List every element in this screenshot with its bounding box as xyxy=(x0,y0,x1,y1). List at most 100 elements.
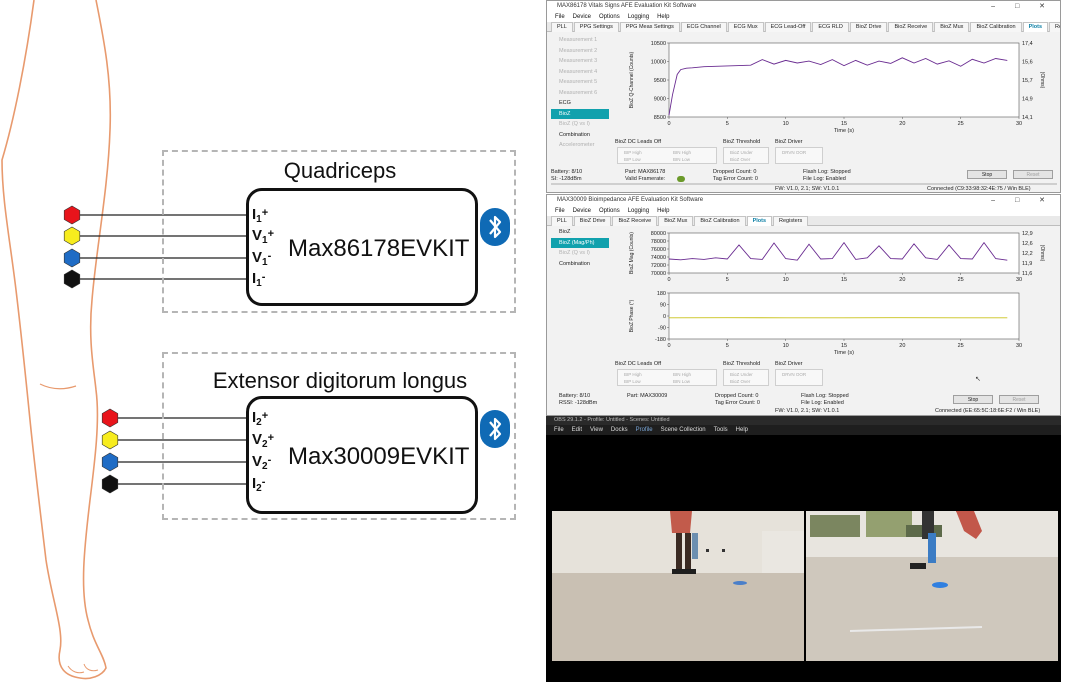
obs-menu-scene-collection[interactable]: Scene Collection xyxy=(660,427,706,433)
plot-option-bioz-q-vs-i[interactable]: BioZ (Q vs I) xyxy=(559,250,590,256)
plot-option-combination[interactable]: Combination xyxy=(559,131,590,138)
tab-bioz-receive[interactable]: BioZ Receive xyxy=(612,216,658,226)
pin-base: V xyxy=(252,227,263,244)
tab-plots[interactable]: Plots xyxy=(1022,22,1049,32)
current-minus-electrode-icon xyxy=(101,474,119,494)
tag-error-count: Tag Error Count: 0 xyxy=(713,176,758,182)
window-controls[interactable]: – □ ✕ xyxy=(991,3,1054,10)
tab-plots[interactable]: Plots xyxy=(746,216,773,226)
tab-ecg-mux[interactable]: ECG Mux xyxy=(727,22,764,32)
pin-label: V1+ xyxy=(252,225,274,250)
y-tick-label: 70000 xyxy=(651,271,666,277)
flash-log-status: Flash Log: Stopped xyxy=(803,169,851,175)
stop-button[interactable]: Stop xyxy=(967,170,1007,179)
plot-option-bioz[interactable]: BioZ xyxy=(559,229,571,235)
menu-device[interactable]: Device xyxy=(572,14,592,20)
menu-help[interactable]: Help xyxy=(657,208,670,214)
rssi-status: SI: -128dBm xyxy=(551,176,582,182)
group1-title: Quadriceps xyxy=(283,158,397,183)
tab-ppg-meas-settings[interactable]: PPG Meas Settings xyxy=(619,22,680,32)
y-tick-label: 72000 xyxy=(651,263,666,269)
tab-pll[interactable]: PLL xyxy=(551,216,573,226)
rssi-status: RSSI: -128dBm xyxy=(559,400,598,406)
menu-logging[interactable]: Logging xyxy=(627,14,650,20)
pin-base: I xyxy=(252,409,257,426)
plot-option-bioz-q-vs-i[interactable]: BioZ (Q vs I) xyxy=(559,121,590,127)
max86178-software-window: MAX86178 Vitals Signs AFE Evaluation Kit… xyxy=(546,0,1061,193)
group2-wires xyxy=(110,417,250,485)
tab-bioz-calibration[interactable]: BioZ Calibration xyxy=(694,216,746,226)
plot-option-combination[interactable]: Combination xyxy=(559,260,590,267)
max30009-software-window: MAX30009 Bioimpedance AFE Evaluation Kit… xyxy=(546,194,1061,416)
x-tick-label: 10 xyxy=(783,343,789,349)
plot-option-bioz[interactable]: BioZ xyxy=(551,108,609,119)
plot-option-measurement-4[interactable]: Measurement 4 xyxy=(559,68,598,75)
battery-status: Battery: 8/10 xyxy=(551,169,583,175)
tab-bioz-mux[interactable]: BioZ Mux xyxy=(934,22,970,32)
tab-bioz-receive[interactable]: BioZ Receive xyxy=(888,22,934,32)
x-tick-label: 0 xyxy=(667,121,670,127)
menu-logging[interactable]: Logging xyxy=(627,208,650,214)
menu-help[interactable]: Help xyxy=(657,14,670,20)
x-tick-label: 30 xyxy=(1016,121,1022,127)
stop-button[interactable]: Stop xyxy=(953,395,993,404)
plot-option-measurement-1[interactable]: Measurement 1 xyxy=(559,37,598,43)
threshold-group: BioZ Under BioZ Over xyxy=(723,369,769,386)
plot-option-measurement-3[interactable]: Measurement 3 xyxy=(559,58,598,64)
plot-area xyxy=(668,292,1020,340)
part-status: Part: MAX86178 xyxy=(625,169,666,175)
plot-option-measurement-5[interactable]: Measurement 5 xyxy=(559,79,598,85)
obs-menu-docks[interactable]: Docks xyxy=(610,427,628,433)
y-tick-label: 180 xyxy=(657,291,666,297)
current-plus-electrode-icon xyxy=(63,205,81,225)
bioz-over-indicator: BioZ Over xyxy=(730,379,751,384)
plot-option-measurement-2[interactable]: Measurement 2 xyxy=(559,47,598,54)
group1-wires xyxy=(72,214,250,280)
firmware-version: FW: V1.0, 2.1; SW: V1.0.1 xyxy=(775,186,840,192)
menu-file[interactable]: File xyxy=(555,208,565,214)
plot-option-bioz-mag-ph[interactable]: BioZ (Mag/Ph) xyxy=(551,237,609,248)
obs-menu-profile[interactable]: Profile xyxy=(635,427,653,433)
y2-tick-label: 15,6 xyxy=(1022,60,1033,66)
reset-button[interactable]: Reset xyxy=(1013,170,1053,179)
plot-option-measurement-6[interactable]: Measurement 6 xyxy=(559,89,598,96)
pin-label: V2+ xyxy=(252,429,274,454)
x-tick-label: 5 xyxy=(726,343,729,349)
drvn-oor-indicator: DRVN OOR xyxy=(782,372,807,377)
tab-pll[interactable]: PLL xyxy=(551,22,573,32)
tab-ecg-lead-off[interactable]: ECG Lead-Off xyxy=(764,22,812,32)
menu-options[interactable]: Options xyxy=(599,14,620,20)
window-titlebar: MAX30009 Bioimpedance AFE Evaluation Kit… xyxy=(547,195,1060,206)
y2-tick-label: 11,6 xyxy=(1022,271,1032,277)
tab-ecg-channel[interactable]: ECG Channel xyxy=(680,22,727,32)
tab-bioz-mux[interactable]: BioZ Mux xyxy=(658,216,694,226)
max86178-device-box xyxy=(246,188,478,306)
leg-illustration xyxy=(1,0,250,680)
menu-options[interactable]: Options xyxy=(599,208,620,214)
pin-base: V xyxy=(252,249,263,266)
plot-option-ecg[interactable]: ECG xyxy=(559,100,571,106)
pin-polarity: - xyxy=(261,271,266,283)
menu-device[interactable]: Device xyxy=(572,208,592,214)
obs-menu-view[interactable]: View xyxy=(590,427,603,433)
tab-bioz-drive[interactable]: BioZ Drive xyxy=(573,216,612,226)
obs-menu-file[interactable]: File xyxy=(554,427,564,433)
menu-file[interactable]: File xyxy=(555,14,565,20)
tab-bioz-drive[interactable]: BioZ Drive xyxy=(849,22,888,32)
y-tick-label: -180 xyxy=(655,337,666,343)
leg-outline xyxy=(1,0,112,680)
current-minus-electrode-icon xyxy=(63,269,81,289)
obs-menu-tools[interactable]: Tools xyxy=(713,427,728,433)
plot-option-accelerometer[interactable]: Accelerometer xyxy=(559,142,595,148)
tab-bioz-calibration[interactable]: BioZ Calibration xyxy=(970,22,1022,32)
tab-ppg-settings[interactable]: PPG Settings xyxy=(573,22,619,32)
y2-tick-label: 12,6 xyxy=(1022,241,1033,247)
window-controls[interactable]: – □ ✕ xyxy=(991,197,1054,204)
reset-button[interactable]: Reset xyxy=(999,395,1039,404)
tab-ecg-rld[interactable]: ECG RLD xyxy=(812,22,849,32)
obs-menu-help[interactable]: Help xyxy=(735,427,748,433)
tab-registers[interactable]: Registers xyxy=(773,216,809,226)
obs-menu-edit[interactable]: Edit xyxy=(571,427,583,433)
bin-high-indicator: BIN High xyxy=(673,150,692,155)
tab-registers[interactable]: Registers xyxy=(1049,22,1060,32)
